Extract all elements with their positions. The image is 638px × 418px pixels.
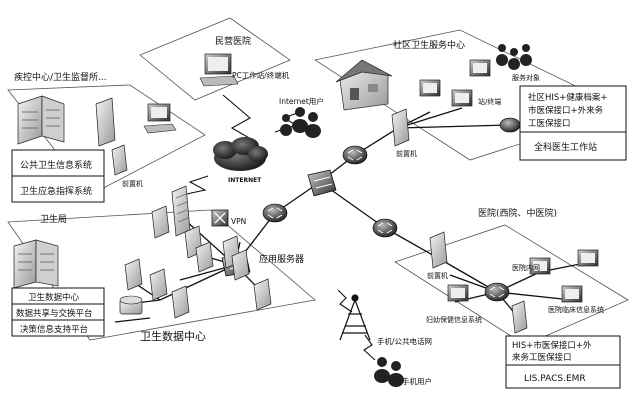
cdc-front-server-label: 前置机	[122, 179, 143, 188]
mobile-users-icon	[374, 357, 404, 387]
community-front-server	[391, 108, 410, 147]
vpn-device	[211, 209, 229, 227]
hospital-pcs	[447, 249, 599, 303]
cdc-box-line-2: 卫生应急指挥系统	[20, 185, 92, 197]
bureau-building-icon	[13, 239, 59, 289]
bureau-box-line-1: 卫生数据中心	[28, 292, 80, 303]
community-house-icon	[335, 59, 393, 111]
clinical-system-label: 医院临床信息系统	[548, 305, 604, 314]
hospital-box-line-2: LIS.PACS.EMR	[524, 374, 586, 384]
mobile-user-label: 手机用户	[402, 376, 432, 386]
internet-users-icon	[280, 107, 321, 138]
app-server-label: 应用服务器	[259, 253, 304, 265]
hospital-servers	[511, 300, 528, 334]
private-hospital-pc-label: PC工作站/终端机	[232, 70, 290, 80]
maternal-system-label: 妇幼保健信息系统	[426, 315, 482, 324]
community-box-line-1: 社区HIS+健康档案+ 市医保接口+外来务 工医保接口	[528, 92, 610, 129]
storage-array	[119, 295, 143, 315]
hospital-title: 医院(西院、中医院)	[478, 207, 557, 219]
hospital-intranet-label: 医院内网	[512, 263, 540, 272]
router-hospital	[484, 282, 510, 302]
hospital-system-box: HIS+市医保接口+外 来务工医保接口 LIS.PACS.EMR	[505, 335, 621, 389]
vpn-label: VPN	[231, 217, 246, 226]
bureau-system-box: 卫生数据中心 数据共享与交换平台 决策信息支持平台	[11, 287, 105, 337]
mobile-network-label: 手机/公共电话网	[377, 336, 432, 346]
community-pcs	[419, 59, 491, 107]
router-2	[342, 145, 368, 165]
router-1	[262, 203, 288, 223]
service-target-label: 服务对象	[512, 73, 540, 82]
internet-cloud	[213, 137, 268, 171]
cdc-server	[95, 97, 116, 147]
internet-user-label: Internet用户	[279, 96, 324, 106]
private-hospital-title: 民营医院	[215, 35, 251, 47]
community-station-label: 站/终端	[478, 97, 501, 106]
cdc-pc	[143, 103, 177, 134]
hospital-front-server-label: 前置机	[427, 271, 448, 280]
community-system-box: 社区HIS+健康档案+ 市医保接口+外来务 工医保接口 全科医生工作站	[519, 85, 627, 161]
cdc-system-box: 公共卫生信息系统 卫生应急指挥系统	[11, 149, 105, 203]
community-box-line-2: 全科医生工作站	[534, 141, 597, 153]
data-center-title: 卫生数据中心	[140, 329, 206, 343]
hospital-front-server	[429, 231, 448, 269]
cdc-building-icon	[17, 95, 65, 145]
cdc-front-server	[111, 144, 128, 176]
community-front-server-label: 前置机	[396, 149, 417, 158]
service-target-users-icon	[496, 44, 532, 70]
router-3	[372, 218, 398, 238]
cdc-box-line-1: 公共卫生信息系统	[20, 159, 92, 171]
mobile-tower-icon	[339, 294, 371, 341]
core-switch	[307, 169, 337, 197]
cdc-title: 疾控中心/卫生监督所...	[14, 71, 107, 83]
internet-label: INTERNET	[228, 177, 262, 184]
hospital-box-line-1: HIS+市医保接口+外 来务工医保接口	[512, 340, 594, 363]
router-community	[499, 117, 521, 133]
bureau-box-line-3: 决策信息支持平台	[20, 324, 88, 335]
server-cluster	[124, 205, 272, 319]
health-bureau-title: 卫生局	[40, 213, 67, 225]
private-hospital-pc	[199, 53, 239, 87]
bureau-box-line-2: 数据共享与交换平台	[16, 308, 93, 319]
community-title: 社区卫生服务中心	[393, 39, 465, 51]
